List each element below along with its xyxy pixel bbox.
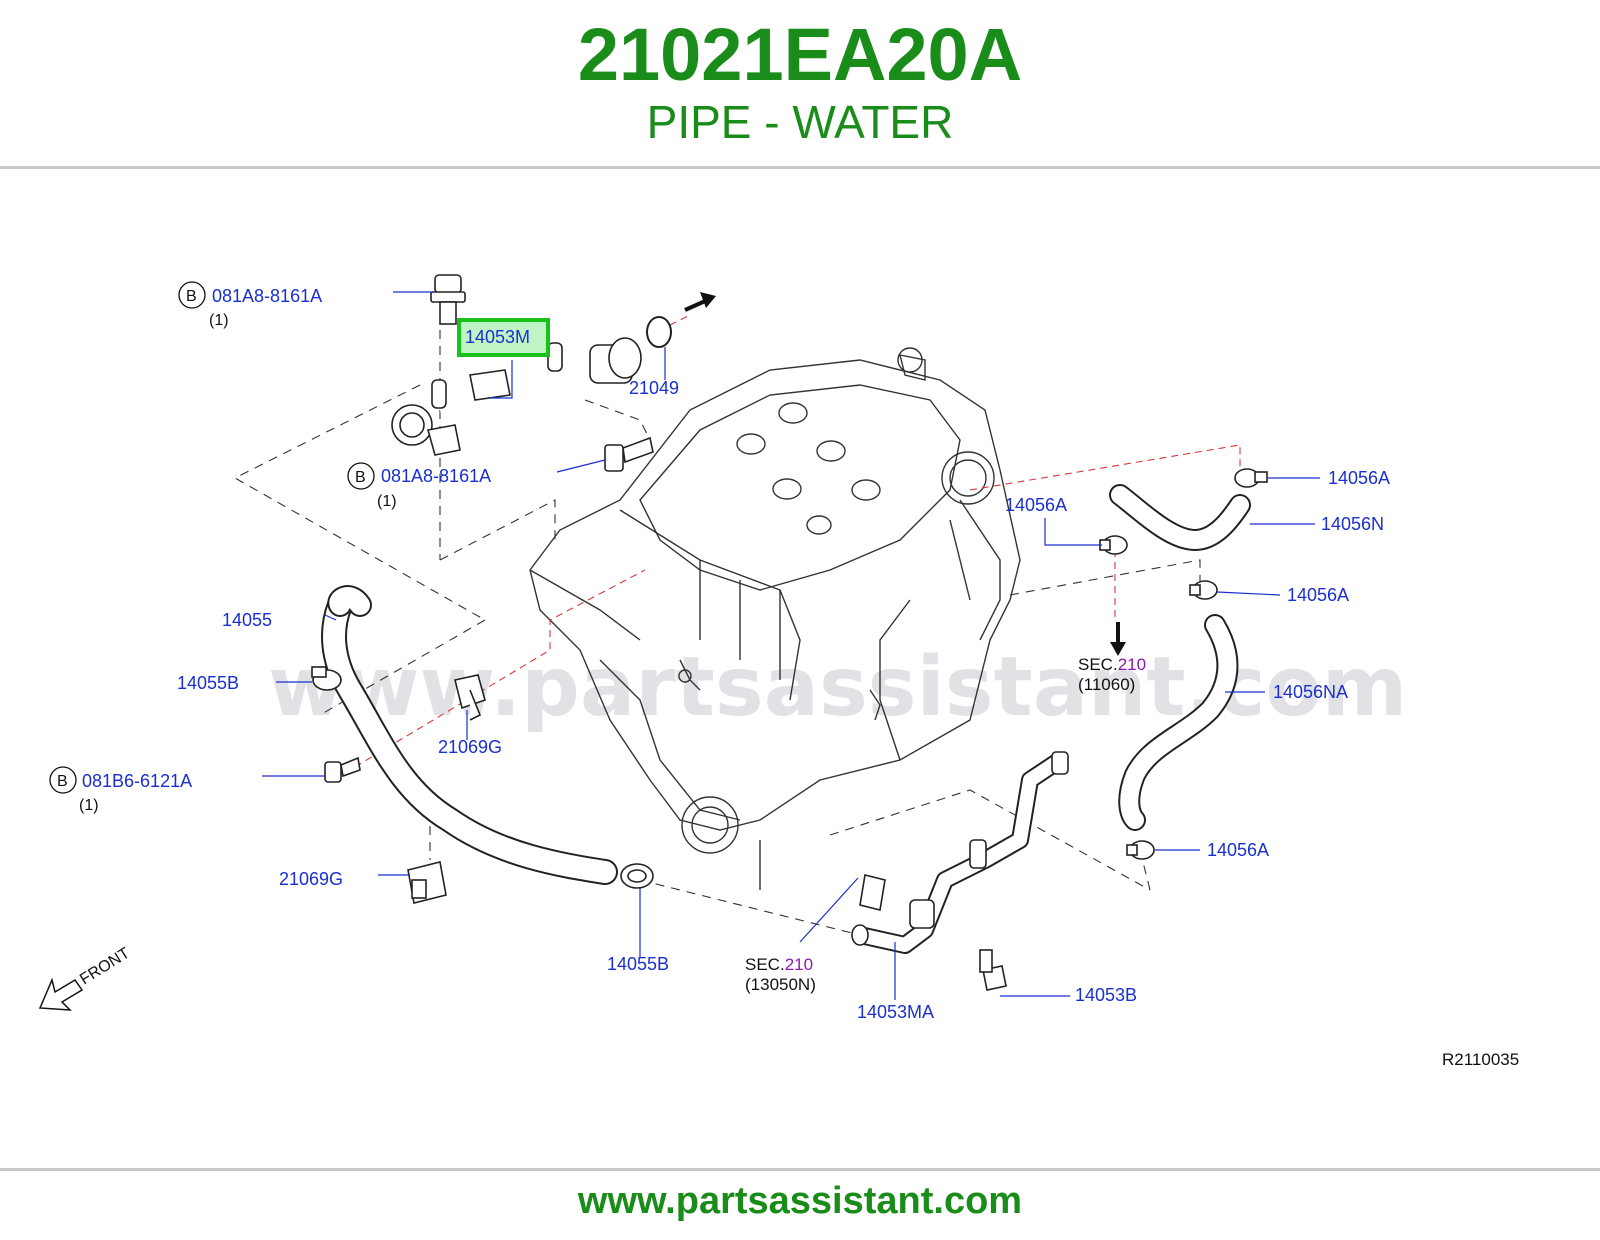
bolt-marker-top	[178, 281, 206, 309]
label-clamp-r4[interactable]: 14056A	[1207, 840, 1269, 860]
label-clip-mid[interactable]: 21069G	[438, 737, 502, 757]
label-clamp-r2[interactable]: 14056A	[1005, 495, 1067, 515]
header: 21021EA20A PIPE - WATER	[0, 0, 1600, 170]
label-clamp-left[interactable]: 14055B	[177, 673, 239, 693]
bolt-low-part	[324, 756, 361, 783]
label-sec-right[interactable]: SEC.210	[1078, 655, 1146, 674]
label-sec-right-code: (11060)	[1078, 675, 1135, 694]
front-arrow-icon	[38, 977, 84, 1011]
part-number-title: 21021EA20A	[577, 13, 1023, 96]
bolt-marker-low	[49, 766, 77, 794]
callout-labels: B 081A8-8161A (1) 14053M 21049 B 081A8-8…	[49, 281, 1519, 1069]
label-pipe-14053ma[interactable]: 14053MA	[857, 1002, 934, 1022]
highlight-box	[457, 318, 550, 357]
label-pipe-14053m[interactable]: 14053M	[465, 327, 530, 347]
label-oring[interactable]: 21049	[629, 378, 679, 398]
label-clamp-r3[interactable]: 14056A	[1287, 585, 1349, 605]
label-bolt-14053b[interactable]: 14053B	[1075, 985, 1137, 1005]
engine-illustration	[529, 347, 1021, 890]
hose-14055-part	[321, 585, 618, 885]
label-bolt-low[interactable]: 081B6-6121A	[82, 771, 192, 791]
bolt-top-part	[430, 274, 466, 325]
footer-divider	[0, 1168, 1600, 1171]
bolt-mid-part	[604, 436, 654, 472]
clip-21069g-mid-part	[454, 674, 486, 721]
bolt-marker-mid-letter: B	[355, 469, 366, 486]
label-clamp-bottom[interactable]: 14055B	[607, 954, 669, 974]
water-pipe-14053m-part	[391, 337, 642, 456]
label-clip-low[interactable]: 21069G	[279, 869, 343, 889]
footer-website-link[interactable]: www.partsassistant.com	[577, 1180, 1023, 1222]
bolt-14053b-part	[979, 949, 1007, 991]
clip-21069g-low-part	[407, 861, 447, 904]
label-bolt-mid[interactable]: 081A8-8161A	[381, 466, 491, 486]
label-hose-14056n[interactable]: 14056N	[1321, 514, 1384, 534]
oring-21049-part	[646, 292, 716, 348]
header-divider	[0, 166, 1600, 169]
label-sec-left[interactable]: SEC.210	[745, 955, 813, 974]
clamp-14056a-r3-part	[1189, 580, 1218, 600]
label-hose-14056na[interactable]: 14056NA	[1273, 682, 1348, 702]
front-direction-indicator: FRONT	[38, 945, 133, 1011]
label-bolt-top[interactable]: 081A8-8161A	[212, 286, 322, 306]
diagram-ref-code: R2110035	[1442, 1050, 1519, 1069]
leader-lines	[262, 291, 1320, 1000]
hose-14056n-part	[1109, 484, 1251, 552]
label-clamp-r1[interactable]: 14056A	[1328, 468, 1390, 488]
clamp-14055b-bottom-part	[620, 863, 654, 889]
clamp-14056a-r4-part	[1126, 840, 1155, 860]
front-label: FRONT	[77, 945, 133, 989]
clamp-14055b-left-part	[311, 666, 342, 691]
water-pipe-14053ma-part	[851, 751, 1069, 954]
guide-lines	[233, 314, 1241, 941]
qty-bolt-low: (1)	[79, 797, 99, 814]
qty-bolt-mid: (1)	[377, 493, 397, 510]
label-hose-14055[interactable]: 14055	[222, 610, 272, 630]
hose-14056na-part	[1118, 614, 1239, 831]
sec-right-arrow	[1110, 622, 1126, 656]
qty-bolt-top: (1)	[209, 312, 229, 329]
label-sec-left-code: (13050N)	[745, 975, 816, 994]
bolt-marker-low-letter: B	[57, 773, 68, 790]
part-name-subtitle: PIPE - WATER	[646, 96, 954, 148]
clamp-14056a-r1-part	[1234, 468, 1268, 488]
bolt-marker-mid	[347, 462, 375, 490]
clamp-14056a-r2-part	[1099, 535, 1128, 555]
bolt-marker-top-letter: B	[186, 288, 197, 305]
